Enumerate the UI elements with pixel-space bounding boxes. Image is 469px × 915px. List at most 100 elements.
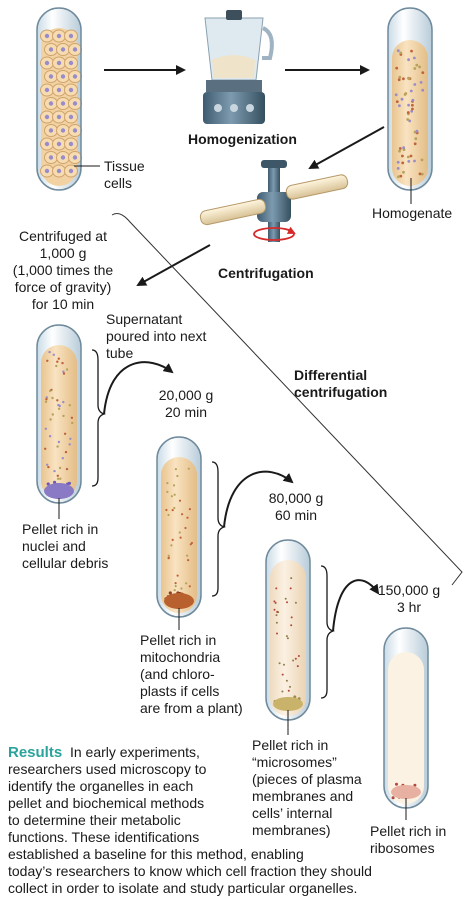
particle [70,416,74,419]
tube-150000g [383,627,429,809]
cell-nucleus [44,33,50,39]
particle [401,154,404,158]
pellet-microsomes [273,697,303,711]
particle [402,77,405,81]
cell-nucleus [56,114,62,120]
arrow-to-centrifuge [308,126,385,169]
cell-nucleus [48,155,54,160]
curved-arrow-1 [103,361,174,415]
cell-nucleus [44,114,50,120]
particle [402,170,405,174]
particle [56,445,59,448]
particle [167,513,170,517]
differential-guide-line [111,213,463,586]
pellet4-label: Pellet rich in ribosomes [370,823,447,856]
particle [413,56,416,60]
particle [57,440,61,444]
particle [166,482,169,485]
particle [71,421,74,425]
particle [421,88,425,92]
cell-nucleus [60,74,66,79]
particle [187,559,190,562]
particle [56,360,59,363]
particle [413,783,417,787]
cell-nucleus [68,87,74,93]
cell-nucleus [68,33,74,39]
particle [411,98,415,102]
particle [65,368,69,371]
particle [184,526,187,530]
particle [47,465,50,469]
particle [287,689,290,692]
particle [413,142,417,146]
cell-nucleus [72,155,78,160]
particle [397,175,400,179]
cell-nucleus [48,128,54,133]
tube-80000g [265,539,311,721]
cell-nucleus [68,60,74,66]
tube-1000g [36,324,82,504]
step3-conditions: 80,000 g 60 min [268,490,324,523]
particle [173,506,176,510]
particle [46,359,49,362]
particle [188,508,191,511]
particle [190,541,193,545]
particle [420,158,424,162]
particle [168,591,172,595]
homogenization-label: Homogenization [188,131,297,147]
particle [274,601,277,604]
particle [56,477,60,480]
centrifuge-icon [199,160,349,242]
cell-nucleus [44,141,50,147]
pellet-nuclei [44,483,74,499]
particle [185,582,188,585]
particle [44,447,47,450]
particle [56,399,59,402]
differential-centrifugation-label: Differential centrifugation [294,367,388,400]
particle [46,463,49,466]
cell-nucleus [44,168,50,174]
cell-nucleus [48,101,54,106]
pellet1-label: Pellet rich in nuclei and cellular debri… [22,521,109,571]
particle [56,474,59,477]
particle [62,372,66,375]
particle [69,437,72,440]
step4-conditions: 150,000 g 3 hr [377,582,441,615]
cell-nucleus [60,101,66,106]
particle [46,482,50,486]
particle [61,457,64,460]
cell-nucleus [60,47,66,52]
tissue-tube [36,7,82,191]
particle [174,468,177,471]
blender-icon [203,10,274,124]
bracket-3 [320,565,336,699]
particle [178,499,182,502]
particle [396,160,400,164]
step2-conditions: 20,000 g 20 min [158,387,214,420]
particle [59,477,62,480]
cell-nucleus [56,60,62,66]
particle [407,103,410,107]
particle [402,146,405,150]
particle [297,655,300,657]
particle [415,129,419,133]
particle [411,103,414,107]
particle [394,93,398,97]
particle [395,782,398,786]
particle [63,432,67,435]
particle [294,657,297,660]
curved-arrow-3 [332,579,380,632]
cell-nucleus [68,141,74,147]
particle [170,495,173,498]
particle [276,632,278,635]
particle [275,614,278,617]
particle [48,350,51,354]
particle [285,679,288,682]
particle [286,637,289,640]
results-text: In early experiments, researchers used m… [8,744,372,896]
particle [409,89,413,93]
particle [395,66,399,70]
homogenate-label: Homogenate [372,205,453,221]
particle [391,796,395,800]
particle [172,484,176,487]
